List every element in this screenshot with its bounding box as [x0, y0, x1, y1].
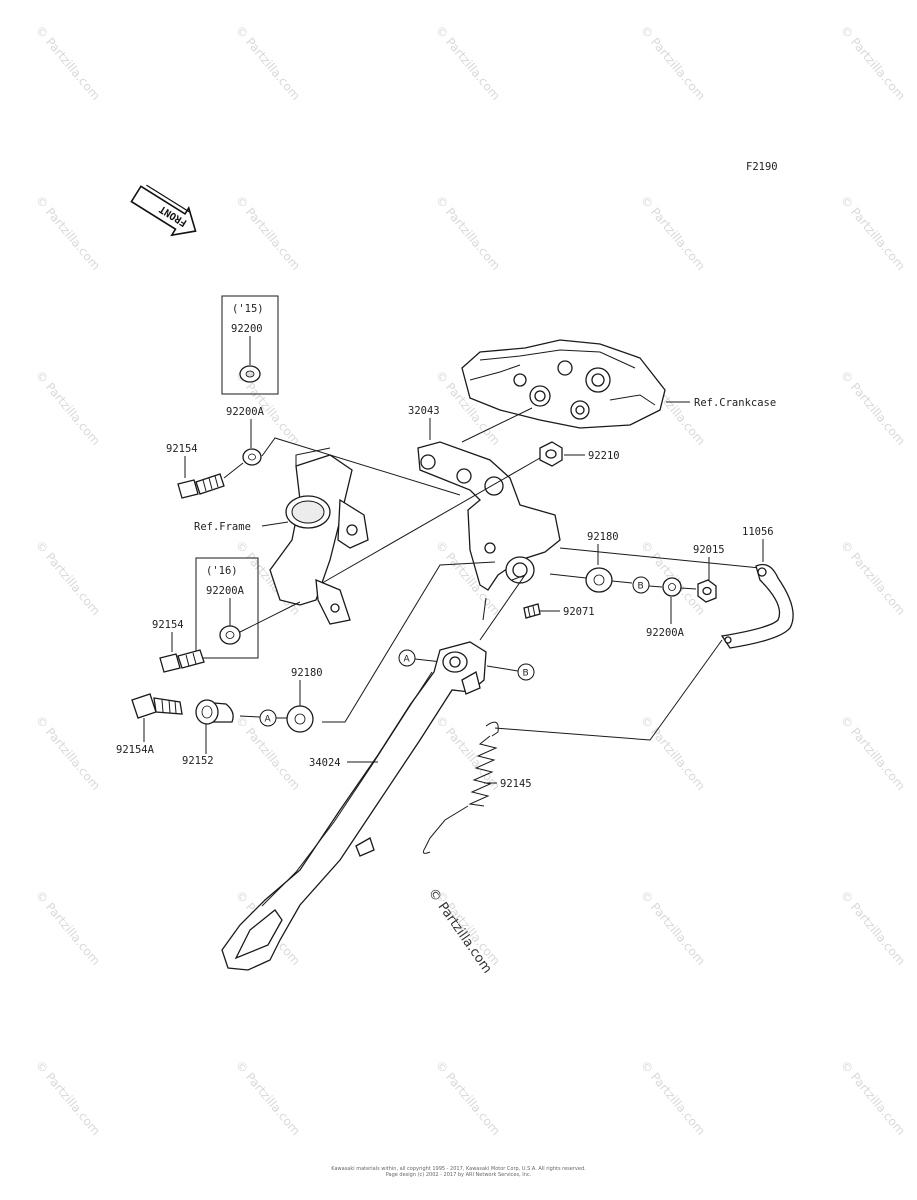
part-label-92200-boxed[interactable]: 92200 [231, 323, 263, 335]
watermark-tile: © Partzilla.com [638, 713, 708, 793]
part-label-92145[interactable]: 92145 [500, 778, 532, 790]
watermark-tile: © Partzilla.com [433, 23, 503, 103]
marker-b-stand: B [523, 669, 529, 679]
frame-reference [269, 447, 369, 625]
nut-92015[interactable] [697, 579, 717, 603]
watermark-tile: © Partzilla.com [33, 368, 103, 448]
watermark-tile: © Partzilla.com [838, 538, 908, 618]
variant-label-15: ('15) [232, 303, 264, 315]
watermark-tile: © Partzilla.com [838, 23, 908, 103]
ref-frame: Ref.Frame [194, 521, 251, 533]
watermark-tile: © Partzilla.com [233, 193, 303, 273]
watermark-tile: © Partzilla.com [33, 713, 103, 793]
spring-92145[interactable] [422, 721, 499, 854]
watermark-tile: © Partzilla.com [33, 193, 103, 273]
variant-label-16: ('16) [206, 565, 238, 577]
watermark-tile: © Partzilla.com [638, 888, 708, 968]
nut-92210[interactable] [539, 441, 563, 467]
marker-a-stand: A [404, 655, 411, 665]
copyright-footer: Kawasaki materials within, all copyright… [0, 1166, 917, 1178]
crankcase-reference [461, 339, 666, 429]
part-label-92200A-right[interactable]: 92200A [646, 627, 685, 639]
variant-box-15 [221, 295, 279, 395]
bolt-92154A[interactable] [131, 693, 183, 719]
front-arrow-icon: FRONT [130, 184, 197, 237]
variant-box-16 [195, 557, 259, 659]
bolt-92154-mid[interactable] [159, 649, 205, 673]
watermark-tile: © Partzilla.com [838, 713, 908, 793]
part-label-92154-top[interactable]: 92154 [166, 443, 198, 455]
watermark-tile: © Partzilla.com [33, 23, 103, 103]
part-label-92152[interactable]: 92152 [182, 755, 214, 767]
watermark-tile: © Partzilla.com [33, 888, 103, 968]
part-label-92180-left[interactable]: 92180 [291, 667, 323, 679]
part-label-34024[interactable]: 34024 [309, 757, 341, 769]
watermark-tile: © Partzilla.com [433, 1058, 503, 1138]
center-watermark: © Partzilla.com [425, 886, 495, 977]
watermark-tile: © Partzilla.com [638, 1058, 708, 1138]
ref-crankcase: Ref.Crankcase [694, 397, 776, 409]
watermark-tile: © Partzilla.com [233, 23, 303, 103]
collar-92152[interactable] [195, 699, 234, 725]
watermark-tile: © Partzilla.com [433, 713, 503, 793]
part-label-92200A-top[interactable]: 92200A [226, 406, 265, 418]
part-label-92210[interactable]: 92210 [588, 450, 620, 462]
bolt-92154-top[interactable] [177, 473, 225, 499]
watermark-tile: © Partzilla.com [838, 888, 908, 968]
part-label-11056[interactable]: 11056 [742, 526, 774, 538]
diagram-code: F2190 [746, 161, 778, 173]
pin-92071[interactable] [523, 603, 541, 619]
part-label-32043[interactable]: 32043 [408, 405, 440, 417]
side-stand-34024[interactable] [221, 641, 487, 971]
part-label-92015[interactable]: 92015 [693, 544, 725, 556]
bracket-32043[interactable] [417, 441, 561, 591]
part-label-92180-right[interactable]: 92180 [587, 531, 619, 543]
watermark-tile: © Partzilla.com [433, 193, 503, 273]
watermark-tile: © Partzilla.com [233, 1058, 303, 1138]
watermark-tile: © Partzilla.com [33, 1058, 103, 1138]
marker-b-right: B [638, 582, 644, 592]
watermark-tile: © Partzilla.com [638, 193, 708, 273]
watermark-tile: © Partzilla.com [838, 1058, 908, 1138]
footer-line-1: Kawasaki materials within, all copyright… [331, 1166, 586, 1172]
part-label-92071[interactable]: 92071 [563, 606, 595, 618]
part-label-92200A-boxed[interactable]: 92200A [206, 585, 245, 597]
watermark-tile: © Partzilla.com [33, 538, 103, 618]
watermark-tile: © Partzilla.com [638, 23, 708, 103]
stay-11056[interactable] [720, 563, 794, 649]
marker-a-left: A [265, 715, 272, 725]
part-label-92154-mid[interactable]: 92154 [152, 619, 184, 631]
watermark-tile: © Partzilla.com [838, 193, 908, 273]
footer-line-2: Page design (c) 2002 - 2017 by ARI Netwo… [385, 1172, 532, 1178]
watermark-tile: © Partzilla.com [838, 368, 908, 448]
part-label-92154A[interactable]: 92154A [116, 744, 155, 756]
